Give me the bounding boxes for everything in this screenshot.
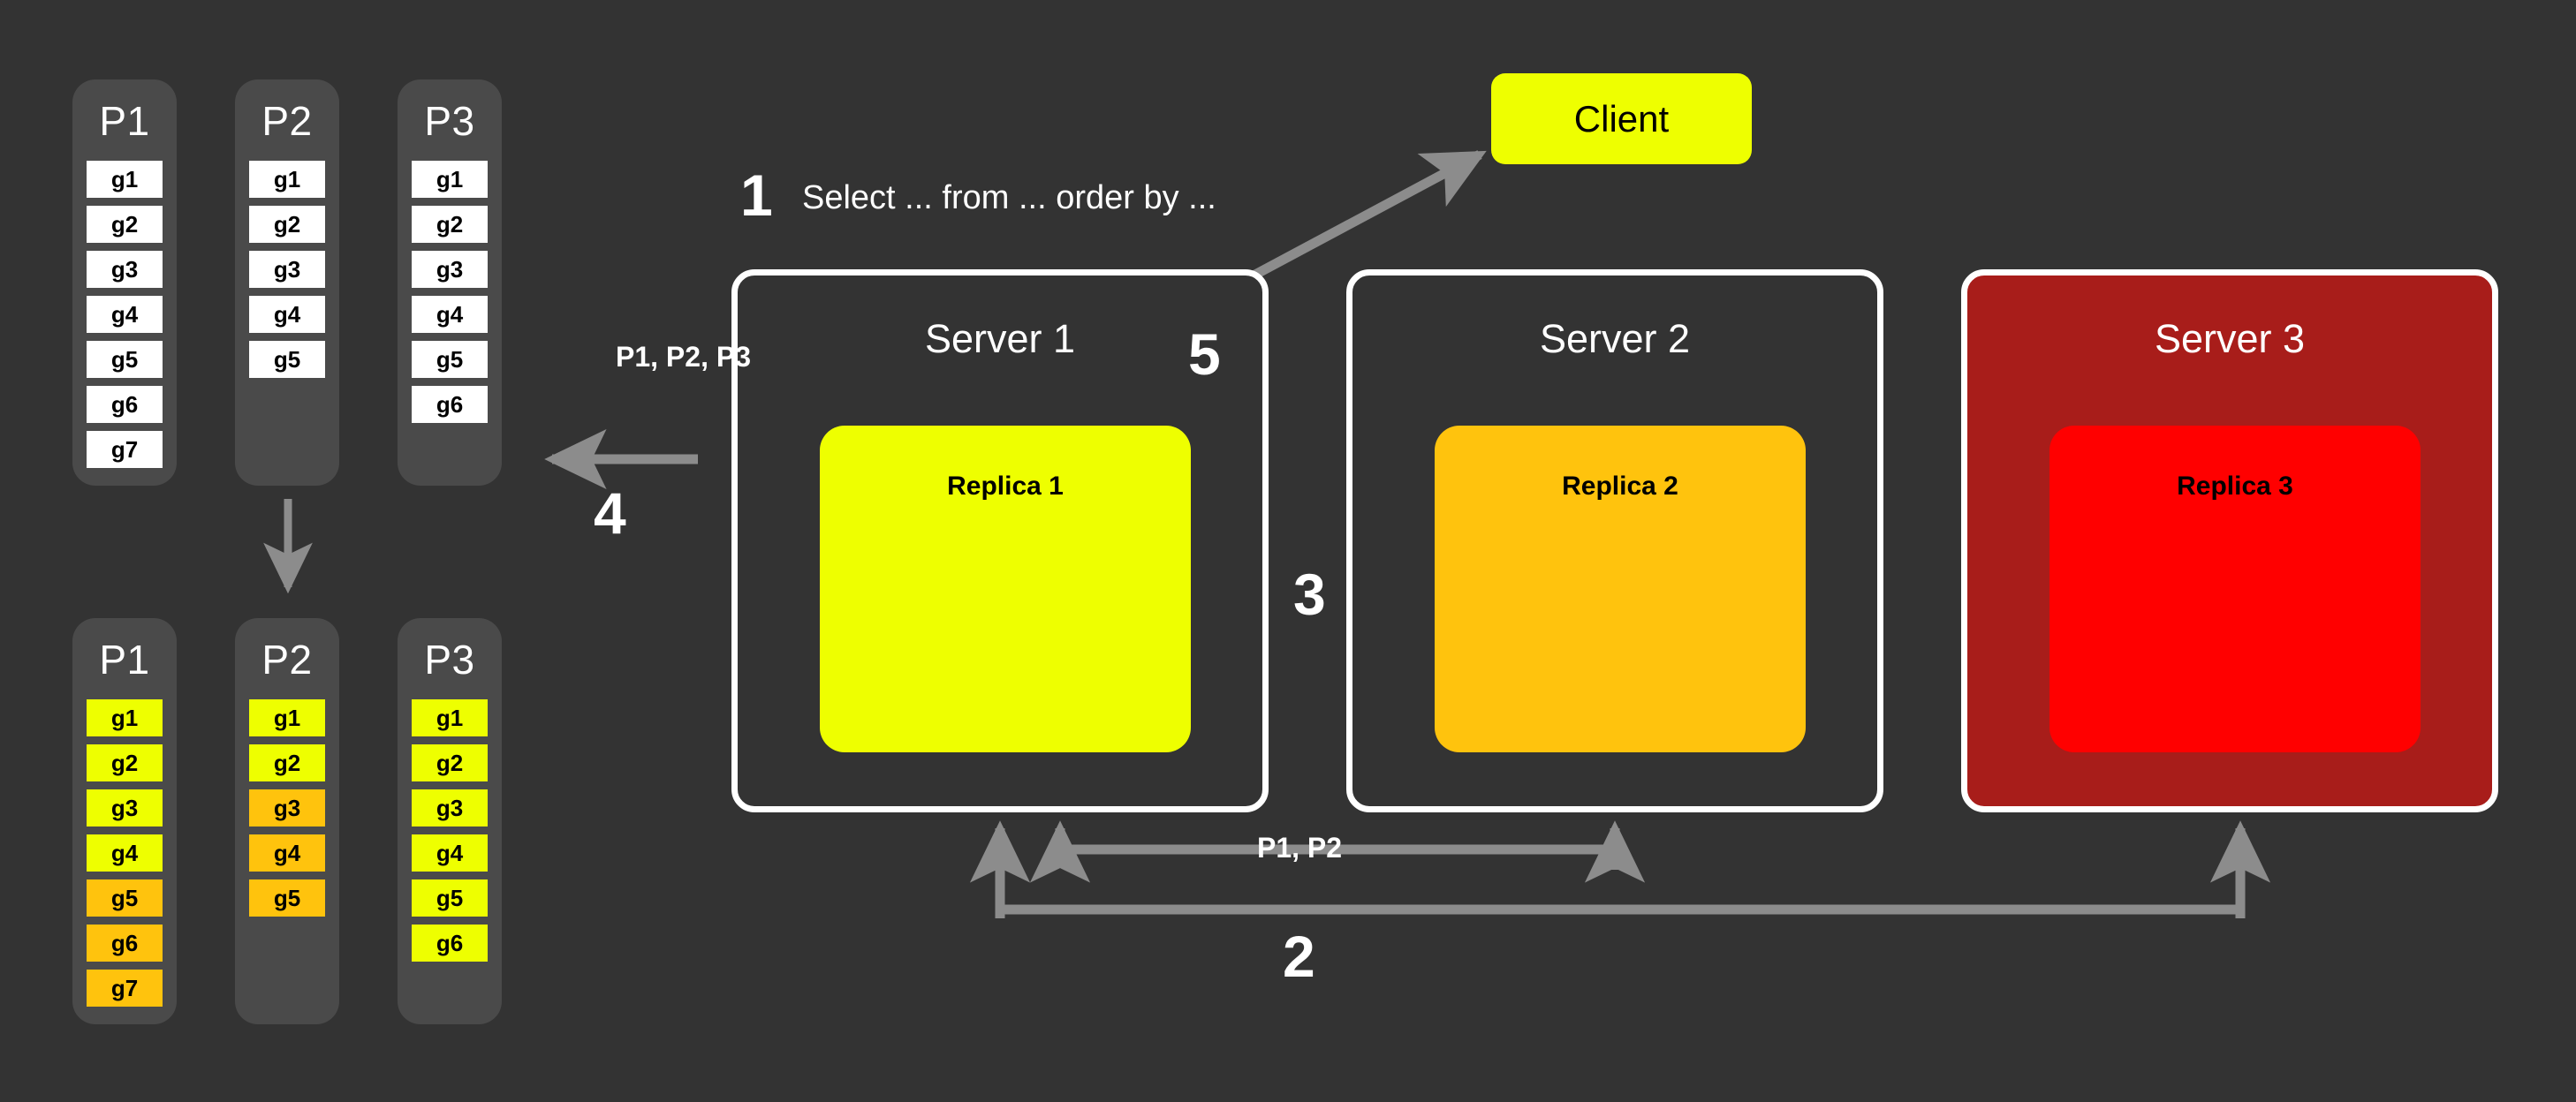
partition-cell: g3 xyxy=(249,789,325,826)
partition-column-bottom-p2: P2 g1 g2 g3 g4 g5 xyxy=(235,618,339,1024)
partition-title: P2 xyxy=(261,637,313,683)
server-title: Server 1 xyxy=(924,316,1076,361)
partition-cell: g1 xyxy=(87,699,163,736)
partition-cell: g6 xyxy=(87,386,163,423)
replica-box-3[interactable]: Replica 3 xyxy=(2049,426,2421,752)
partition-cell: g3 xyxy=(412,251,488,288)
partition-cell: g5 xyxy=(87,879,163,917)
partition-column-top-p1: P1 g1 g2 g3 g4 g5 g6 g7 xyxy=(72,79,177,486)
client-box[interactable]: Client xyxy=(1491,73,1752,164)
partition-cell: g5 xyxy=(249,879,325,917)
partition-cell: g2 xyxy=(249,744,325,781)
partition-column-bottom-p3: P3 g1 g2 g3 g4 g5 g6 xyxy=(398,618,502,1024)
server-title: Server 2 xyxy=(1539,316,1691,361)
partition-cell: g2 xyxy=(87,206,163,243)
label-p1-p2-p3: P1, P2, P3 xyxy=(616,341,751,373)
partition-cell: g2 xyxy=(412,744,488,781)
server-box-3[interactable]: Server 3 Replica 3 xyxy=(1961,269,2498,812)
partition-cell: g2 xyxy=(412,206,488,243)
partition-cell: g4 xyxy=(87,834,163,872)
arrow-step2-outer-bracket xyxy=(969,820,2271,918)
partition-cell: g3 xyxy=(87,789,163,826)
partition-cell: g2 xyxy=(249,206,325,243)
partition-column-top-p2: P2 g1 g2 g3 g4 g5 xyxy=(235,79,339,486)
server-box-1[interactable]: Server 1 Replica 1 xyxy=(731,269,1269,812)
partition-cell: g4 xyxy=(412,296,488,333)
partition-cell: g5 xyxy=(249,341,325,378)
step-number-5: 5 xyxy=(1188,321,1221,387)
partition-cell: g1 xyxy=(412,161,488,198)
partition-cells: g1 g2 g3 g4 g5 xyxy=(249,161,325,386)
partition-cell: g5 xyxy=(87,341,163,378)
partition-cell: g4 xyxy=(412,834,488,872)
partition-title: P1 xyxy=(99,98,150,144)
step-number-1: 1 xyxy=(740,162,773,228)
partition-column-bottom-p1: P1 g1 g2 g3 g4 g5 g6 g7 xyxy=(72,618,177,1024)
partition-cell: g3 xyxy=(412,789,488,826)
step-number-4: 4 xyxy=(594,480,626,546)
partition-cell: g4 xyxy=(249,834,325,872)
replica-label: Replica 2 xyxy=(1562,472,1678,501)
partition-cell: g4 xyxy=(249,296,325,333)
server-box-2[interactable]: Server 2 Replica 2 xyxy=(1346,269,1883,812)
label-p1-p2: P1, P2 xyxy=(1257,832,1343,864)
partition-cells: g1 g2 g3 g4 g5 g6 g7 xyxy=(87,161,163,476)
partition-cells: g1 g2 g3 g4 g5 g6 xyxy=(412,699,488,970)
partition-cell: g3 xyxy=(249,251,325,288)
partition-cell: g5 xyxy=(412,341,488,378)
partition-cell: g6 xyxy=(412,925,488,962)
partition-cell: g1 xyxy=(412,699,488,736)
step-number-3: 3 xyxy=(1293,562,1326,627)
partition-cell: g5 xyxy=(412,879,488,917)
partition-column-top-p3: P3 g1 g2 g3 g4 g5 g6 xyxy=(398,79,502,486)
replica-box-2[interactable]: Replica 2 xyxy=(1435,426,1806,752)
partition-cell: g1 xyxy=(249,699,325,736)
partition-cell: g2 xyxy=(87,744,163,781)
query-note: Select ... from ... order by ... xyxy=(802,179,1216,216)
partition-title: P3 xyxy=(424,637,475,683)
partition-cell: g7 xyxy=(87,970,163,1007)
server-title: Server 3 xyxy=(2154,316,2306,361)
replica-box-1[interactable]: Replica 1 xyxy=(820,426,1191,752)
partition-title: P3 xyxy=(424,98,475,144)
partition-cell: g1 xyxy=(87,161,163,198)
replica-label: Replica 3 xyxy=(2177,472,2293,501)
client-label: Client xyxy=(1573,97,1670,140)
partition-cell: g1 xyxy=(249,161,325,198)
partition-cells: g1 g2 g3 g4 g5 g6 g7 xyxy=(87,699,163,1015)
replica-label: Replica 1 xyxy=(947,472,1064,501)
partition-cells: g1 g2 g3 g4 g5 xyxy=(249,699,325,925)
partition-cell: g7 xyxy=(87,431,163,468)
partition-title: P2 xyxy=(261,98,313,144)
step-number-2: 2 xyxy=(1283,924,1315,989)
partition-cell: g6 xyxy=(412,386,488,423)
partition-cell: g6 xyxy=(87,925,163,962)
partition-cell: g4 xyxy=(87,296,163,333)
partition-cells: g1 g2 g3 g4 g5 g6 xyxy=(412,161,488,431)
partition-cell: g3 xyxy=(87,251,163,288)
partition-title: P1 xyxy=(99,637,150,683)
